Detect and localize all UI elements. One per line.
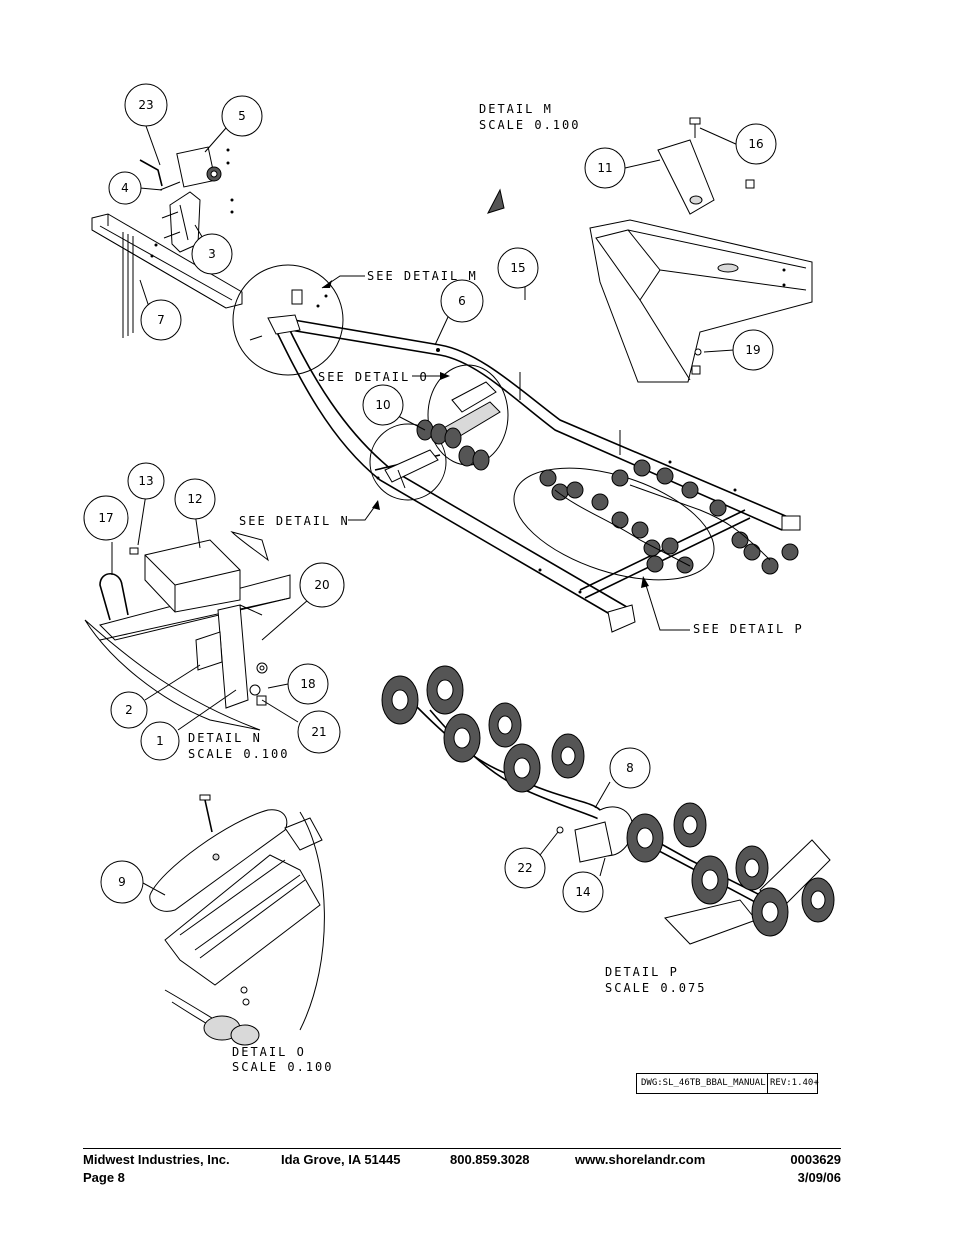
callout-21: 21 [297, 710, 341, 754]
detail-m-scale: SCALE 0.100 [479, 118, 580, 132]
detail-m-drawing [486, 117, 813, 383]
svg-text:11: 11 [597, 161, 612, 175]
callout-7: 7 [140, 299, 182, 341]
svg-text:21: 21 [311, 725, 326, 739]
see-detail-m-label: SEE DETAIL M [367, 269, 478, 283]
winch-stand-assembly [91, 146, 243, 338]
callout-12: 12 [174, 478, 216, 520]
see-detail-p-label: SEE DETAIL P [693, 622, 804, 636]
svg-text:7: 7 [157, 313, 165, 327]
callout-19: 19 [732, 329, 774, 371]
svg-text:8: 8 [626, 761, 634, 775]
callout-22: 22 [504, 847, 546, 889]
footer-company: Midwest Industries, Inc. [83, 1152, 230, 1167]
callout-11: 11 [584, 147, 626, 189]
drawing-number: DWG:SL_46TB_BBAL_MANUAL [641, 1078, 766, 1088]
callout-9: 9 [100, 860, 144, 904]
footer-rule [83, 1148, 841, 1149]
footer-phone: 800.859.3028 [450, 1152, 530, 1167]
detail-p-title: DETAIL P [605, 965, 679, 979]
trailer-frame [267, 314, 801, 633]
callout-23: 23 [124, 83, 168, 127]
front-rollers [416, 419, 490, 471]
detail-n-scale: SCALE 0.100 [188, 747, 289, 761]
svg-text:12: 12 [187, 492, 202, 506]
see-detail-o-label: SEE DETAIL O [318, 370, 429, 384]
see-detail-leaders [321, 275, 690, 631]
footer-date: 3/09/06 [797, 1170, 841, 1185]
detail-n-title: DETAIL N [188, 731, 262, 745]
revision-number: REV:1.40+ [770, 1078, 819, 1088]
callout-4: 4 [108, 171, 142, 205]
svg-text:9: 9 [118, 875, 126, 889]
footer-page: Page 8 [83, 1170, 125, 1185]
svg-text:4: 4 [121, 181, 129, 195]
svg-text:19: 19 [745, 343, 760, 357]
detail-n-marker [369, 423, 447, 501]
detail-o-scale: SCALE 0.100 [232, 1060, 333, 1074]
svg-text:6: 6 [458, 294, 466, 308]
svg-text:17: 17 [98, 511, 113, 525]
detail-p-scale: SCALE 0.075 [605, 981, 706, 995]
callout-2: 2 [110, 691, 148, 729]
svg-text:18: 18 [300, 677, 315, 691]
detail-m-marker [232, 264, 344, 376]
svg-text:23: 23 [138, 98, 153, 112]
detail-o-title: DETAIL O [232, 1045, 306, 1059]
callout-10: 10 [362, 384, 404, 426]
svg-text:2: 2 [125, 703, 133, 717]
svg-text:3: 3 [208, 247, 216, 261]
svg-text:22: 22 [517, 861, 532, 875]
drawing-number-box: DWG:SL_46TB_BBAL_MANUAL REV:1.40+ [636, 1073, 819, 1094]
callout-17: 17 [83, 495, 129, 541]
callout-3: 3 [191, 233, 233, 275]
svg-text:1: 1 [156, 734, 164, 748]
callout-1: 1 [140, 721, 180, 761]
callout-5: 5 [221, 95, 263, 137]
detail-p-marker [513, 459, 799, 581]
see-detail-n-label: SEE DETAIL N [239, 514, 350, 528]
footer-city: Ida Grove, IA 51445 [281, 1152, 401, 1167]
svg-text:10: 10 [375, 398, 390, 412]
callout-14: 14 [562, 871, 604, 913]
footer-website: www.shorelandr.com [575, 1152, 706, 1167]
detail-m-title: DETAIL M [479, 102, 553, 116]
callout-20: 20 [299, 562, 345, 608]
footer-doc-number: 0003629 [790, 1152, 841, 1167]
svg-text:5: 5 [238, 109, 246, 123]
callout-8: 8 [609, 747, 651, 789]
callout-18: 18 [287, 663, 329, 705]
callout-13: 13 [127, 462, 165, 500]
svg-text:13: 13 [138, 474, 153, 488]
callout-6: 6 [440, 279, 484, 323]
callout-16: 16 [735, 123, 777, 165]
callout-15: 15 [497, 247, 539, 289]
detail-o-drawing [149, 794, 325, 1046]
svg-text:20: 20 [314, 578, 329, 592]
detail-p-rollers [381, 665, 835, 937]
callout-leaders [111, 125, 739, 896]
detail-p-drawing [381, 665, 835, 945]
detail-n-drawing [84, 531, 291, 731]
svg-text:15: 15 [510, 261, 525, 275]
svg-text:14: 14 [575, 885, 590, 899]
svg-text:16: 16 [748, 137, 763, 151]
